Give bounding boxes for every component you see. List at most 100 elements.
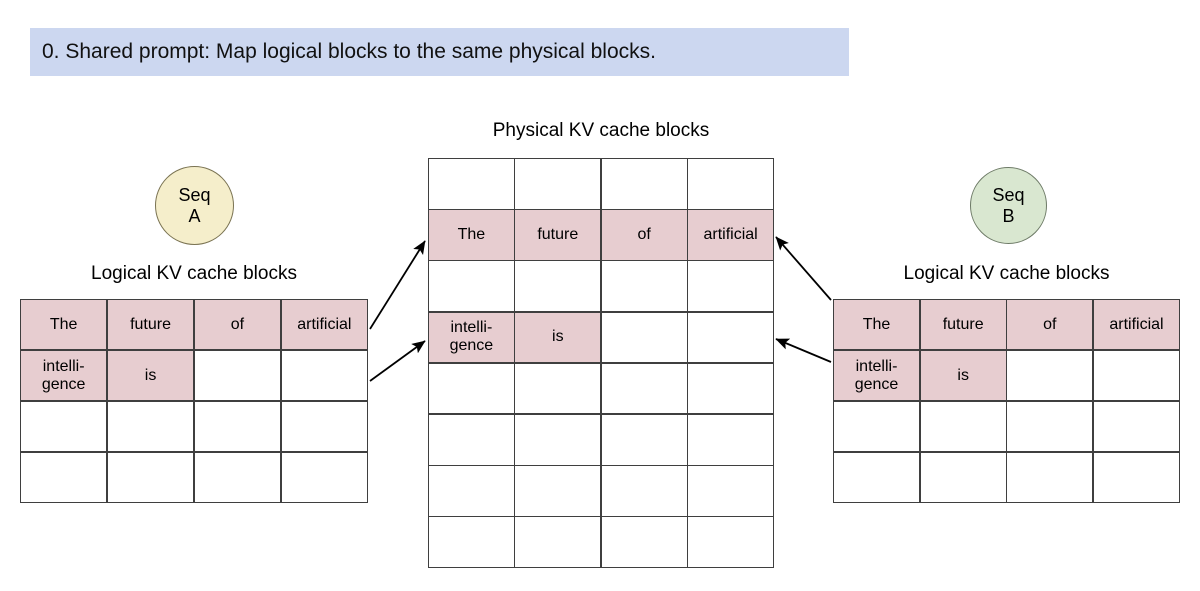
kv-cell-text: of — [1043, 315, 1057, 333]
arrow-logical-a-row1-to-physical-row2 — [369, 240, 426, 330]
shared-prompt-text: 0. Shared prompt: Map logical blocks to … — [42, 40, 656, 63]
kv-cell — [194, 452, 281, 502]
kv-cell-text: of — [230, 315, 245, 333]
seq-b-label-line1: Seq — [992, 184, 1025, 205]
kv-cell — [920, 401, 1006, 452]
kv-cell — [281, 350, 367, 401]
kv-cell-text: The — [862, 315, 891, 333]
kv-cell-text: artificial — [703, 225, 758, 243]
kv-cell: artificial — [281, 300, 367, 350]
kv-cell-text: of — [637, 225, 651, 243]
kv-cell: The — [429, 210, 514, 260]
kv-cell — [920, 452, 1006, 502]
kv-cell — [688, 517, 773, 567]
arrow-logical-a-row2-to-physical-row4 — [369, 340, 426, 382]
kv-cell — [834, 452, 920, 502]
kv-cell: The — [834, 300, 920, 350]
logical-kv-cache-table-a: The future of artificial intelli- gence is — [20, 299, 368, 503]
kv-cell — [601, 312, 687, 363]
kv-cell — [429, 261, 514, 311]
kv-cell: artificial — [1093, 300, 1179, 350]
kv-cell — [429, 517, 514, 567]
kv-cell — [1007, 452, 1093, 502]
kv-cell — [688, 363, 773, 414]
kv-cell — [688, 414, 773, 465]
kv-cell — [107, 452, 194, 502]
kv-cell: artificial — [688, 210, 773, 260]
kv-cell: of — [601, 210, 687, 260]
kv-cell — [281, 452, 367, 502]
kv-cell — [429, 159, 514, 209]
logical-a-table-title: Logical KV cache blocks — [91, 263, 297, 284]
seq-a-badge: Seq A — [155, 166, 234, 245]
kv-cell: of — [194, 300, 281, 350]
kv-cell-text: future — [942, 315, 984, 333]
kv-cell — [601, 261, 687, 311]
kv-cell — [688, 261, 773, 311]
kv-cell — [688, 312, 773, 363]
kv-cell: future — [515, 210, 601, 260]
kv-cell — [688, 159, 773, 209]
kv-cell: is — [920, 350, 1006, 401]
kv-cell-text: is — [957, 366, 969, 384]
kv-cell — [429, 414, 514, 465]
kv-cell-text: artificial — [1109, 315, 1164, 333]
kv-cell-text: future — [537, 225, 579, 243]
seq-a-label-line1: Seq — [178, 184, 211, 205]
kv-cell-text: intelli- gence — [449, 319, 494, 355]
kv-cell-text: artificial — [297, 315, 352, 333]
kv-cell — [515, 261, 601, 311]
kv-cell — [1007, 401, 1093, 452]
kv-cell: of — [1007, 300, 1093, 350]
arrow-logical-b-row1-to-physical-row2 — [775, 236, 832, 301]
kv-cell — [107, 401, 194, 452]
kv-cell — [601, 466, 687, 516]
kv-cell-text: future — [130, 315, 171, 333]
kv-cell — [601, 414, 687, 465]
kv-cell: intelli- gence — [21, 350, 107, 401]
kv-cell — [429, 466, 514, 516]
kv-cell — [515, 159, 601, 209]
kv-cell-text: The — [457, 225, 486, 243]
kv-cell: future — [107, 300, 194, 350]
kv-cell — [515, 466, 601, 516]
kv-cell-text: is — [552, 328, 564, 346]
shared-prompt-banner: 0. Shared prompt: Map logical blocks to … — [30, 28, 849, 76]
kv-cell: is — [107, 350, 194, 401]
kv-cell — [21, 452, 107, 502]
kv-cell: is — [515, 312, 601, 363]
physical-table-title: Physical KV cache blocks — [492, 120, 710, 141]
seq-b-label-line2: B — [1002, 205, 1015, 226]
kv-cell — [515, 414, 601, 465]
kv-cell: intelli- gence — [429, 312, 514, 363]
kv-cell-text: intelli- gence — [41, 357, 86, 393]
arrow-logical-b-row2-to-physical-row4 — [775, 338, 832, 363]
kv-cell — [1093, 401, 1179, 452]
kv-cell-text: is — [144, 366, 157, 384]
physical-kv-cache-table: The future of artificial intelli- gence is — [428, 158, 774, 568]
seq-b-badge: Seq B — [970, 167, 1047, 244]
kv-cell — [1093, 452, 1179, 502]
logical-kv-cache-table-b: The future of artificial intelli- gence is — [833, 299, 1180, 503]
kv-cell — [688, 466, 773, 516]
kv-cell — [281, 401, 367, 452]
kv-cell: The — [21, 300, 107, 350]
kv-cell: future — [920, 300, 1006, 350]
kv-cell — [601, 363, 687, 414]
logical-b-table-title: Logical KV cache blocks — [903, 263, 1110, 284]
kv-cell — [515, 517, 601, 567]
kv-cell — [1007, 350, 1093, 401]
kv-cell — [601, 517, 687, 567]
kv-cell — [194, 350, 281, 401]
kv-cell — [834, 401, 920, 452]
kv-cell-text: intelli- gence — [854, 357, 899, 393]
seq-a-label-line2: A — [188, 205, 201, 226]
kv-cell — [1093, 350, 1179, 401]
kv-cell — [601, 159, 687, 209]
kv-cell: intelli- gence — [834, 350, 920, 401]
kv-cell — [515, 363, 601, 414]
kv-cell-text: The — [49, 315, 78, 333]
kv-cell — [429, 363, 514, 414]
kv-cell — [194, 401, 281, 452]
kv-cell — [21, 401, 107, 452]
